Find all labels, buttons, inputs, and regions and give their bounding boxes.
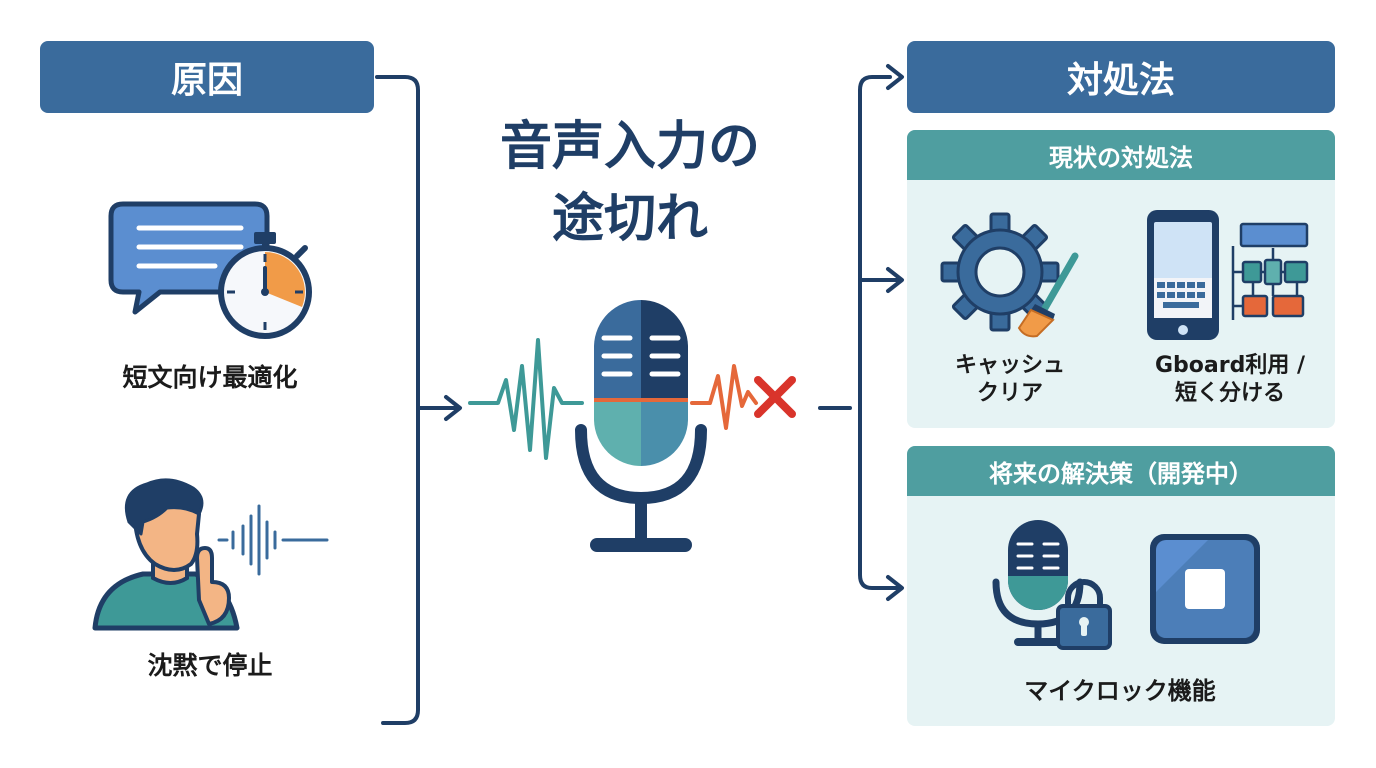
stop-button-icon — [1150, 534, 1260, 644]
future-solutions-panel: 将来の解決策（開発中） — [907, 446, 1335, 726]
diagram-title-line2: 途切れ — [551, 188, 708, 249]
diagram-title: 音声入力の 途切れ — [440, 112, 820, 256]
causes-header-label: 原因 — [170, 60, 243, 101]
future-solutions-header-label: 将来の解決策（開発中） — [989, 459, 1253, 488]
current-solutions-header: 現状の対処法 — [907, 130, 1335, 180]
future-solutions-header: 将来の解決策（開発中） — [907, 446, 1335, 496]
silent-person-icon — [92, 478, 329, 631]
microphone-cut-icon — [468, 300, 796, 552]
causes-header: 原因 — [40, 41, 374, 113]
current-item-label-line: Gboard利用 / — [1154, 353, 1306, 378]
solutions-header: 対処法 — [907, 41, 1335, 113]
solutions-header-label: 対処法 — [1066, 60, 1175, 101]
current-solutions-header-label: 現状の対処法 — [1049, 143, 1193, 172]
cause-item-label: 短文向け最適化 — [122, 363, 298, 392]
mic-lock-icon — [992, 520, 1112, 650]
diagram-title-line1: 音声入力の — [499, 117, 760, 177]
current-item-label: キャッシュ クリア — [935, 352, 1085, 407]
cause-item-label: 沈黙で停止 — [147, 651, 273, 680]
current-item-label: Gboard利用 / 短く分ける — [1140, 352, 1320, 407]
future-item-label: マイクロック機能 — [1024, 677, 1216, 705]
current-item-label-line: クリア — [976, 380, 1043, 406]
current-item-label-line: キャッシュ — [954, 353, 1065, 378]
current-item-label-line: 短く分ける — [1174, 380, 1285, 406]
speech-bubble-stopwatch-icon — [108, 201, 312, 339]
phone-flowchart-icon — [1147, 210, 1309, 340]
gear-broom-icon — [940, 212, 1079, 338]
